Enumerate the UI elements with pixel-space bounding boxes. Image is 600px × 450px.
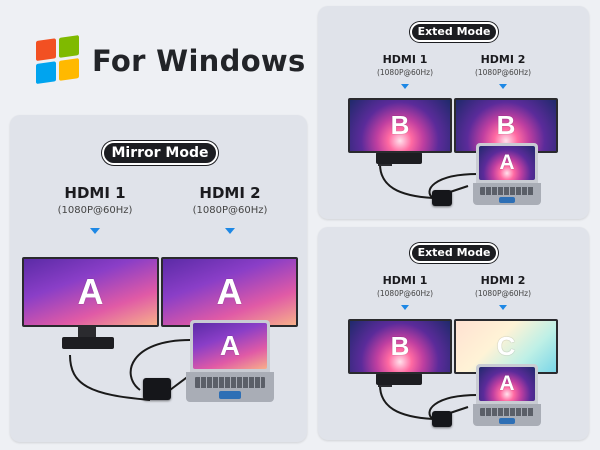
- mirror-mode-card: Mirror Mode HDMI 1 (1080P@60Hz) HDMI 2 (…: [10, 115, 307, 442]
- hdmi2-spec: (1080P@60Hz): [180, 205, 280, 216]
- usb-hub-icon: [143, 378, 171, 400]
- hdmi1-label: HDMI 1: [50, 184, 140, 202]
- ext2-monitor-1: B: [348, 319, 452, 374]
- monitor-2: A: [161, 257, 298, 327]
- ext1-hdmi2-spec: (1080P@60Hz): [463, 68, 543, 77]
- ext2-laptop-keyboard: [473, 404, 541, 426]
- hdmi1-spec: (1080P@60Hz): [45, 205, 145, 216]
- ext2-hdmi1-arrow-icon: [401, 305, 409, 310]
- extend-mode-card-2: Exted Mode HDMI 1 (1080P@60Hz) HDMI 2 (1…: [318, 227, 589, 440]
- ext2-laptop-letter: A: [499, 372, 514, 396]
- monitor2-screen-letter: A: [217, 271, 243, 313]
- ext1-monitor2-letter: B: [497, 110, 516, 141]
- ext1-usb-hub-icon: [432, 190, 452, 206]
- ext1-hdmi1-label: HDMI 1: [370, 53, 440, 66]
- ext1-hdmi2-arrow-icon: [499, 84, 507, 89]
- windows-logo-icon: [36, 35, 80, 85]
- ext2-hdmi1-label: HDMI 1: [370, 274, 440, 287]
- laptop-keyboard: [186, 372, 274, 402]
- ext1-hdmi2-label: HDMI 2: [468, 53, 538, 66]
- ext1-monitor-1: B: [348, 98, 452, 153]
- mirror-mode-label: Mirror Mode: [102, 141, 218, 165]
- ext2-monitor1-letter: B: [391, 331, 410, 362]
- extend-mode-label-2: Exted Mode: [410, 243, 498, 263]
- laptop-lid: A: [190, 320, 270, 372]
- extend-mode-card-1: Exted Mode HDMI 1 (1080P@60Hz) HDMI 2 (1…: [318, 6, 589, 219]
- ext1-monitor1-letter: B: [391, 110, 410, 141]
- ext1-hdmi1-spec: (1080P@60Hz): [365, 68, 445, 77]
- page-title: For Windows: [92, 44, 306, 78]
- ext2-hdmi1-spec: (1080P@60Hz): [365, 289, 445, 298]
- ext2-hdmi2-spec: (1080P@60Hz): [463, 289, 543, 298]
- ext1-hdmi1-arrow-icon: [401, 84, 409, 89]
- ext2-laptop-lid: A: [476, 364, 538, 404]
- monitor1-screen-letter: A: [78, 271, 104, 313]
- ext2-usb-hub-icon: [432, 411, 452, 427]
- monitor-1: A: [22, 257, 159, 327]
- ext1-laptop-keyboard: [473, 183, 541, 205]
- ext2-hdmi2-arrow-icon: [499, 305, 507, 310]
- ext2-monitor1-base: [376, 373, 422, 385]
- laptop-screen-letter: A: [220, 330, 240, 362]
- extend-mode-label-1: Exted Mode: [410, 22, 498, 42]
- hdmi2-label: HDMI 2: [185, 184, 275, 202]
- ext1-laptop-lid: A: [476, 143, 538, 183]
- ext2-hdmi2-label: HDMI 2: [468, 274, 538, 287]
- hdmi1-arrow-icon: [90, 228, 100, 234]
- ext2-monitor2-letter: C: [497, 331, 516, 362]
- monitor1-base: [62, 337, 114, 349]
- ext1-monitor1-base: [376, 152, 422, 164]
- ext1-laptop-letter: A: [499, 151, 514, 175]
- hdmi2-arrow-icon: [225, 228, 235, 234]
